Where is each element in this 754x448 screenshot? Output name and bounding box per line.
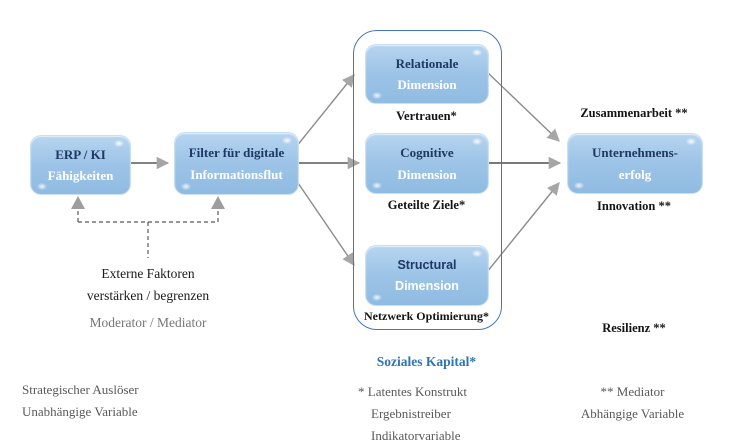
arrow-structural-to-success: [486, 182, 560, 273]
node-erp-line2: Fähigkeiten: [47, 168, 114, 183]
legend-right-line2: Abhängige Variable: [580, 406, 685, 421]
caption-innovation: Innovation **: [597, 199, 671, 213]
node-cognitive-line2: Dimension: [397, 166, 457, 182]
node-cognitive-line1: Cognitive: [400, 145, 454, 161]
node-structural-line1: Structural: [397, 257, 457, 272]
legend-right: ** Mediator Abhängige Variable: [560, 381, 705, 425]
soziales-kapital-container: [353, 30, 502, 330]
node-success-line2: erfolg: [618, 166, 652, 182]
up-arrowhead-filter: [211, 196, 225, 209]
legend-left: Strategischer Auslöser Unabhängige Varia…: [22, 379, 139, 423]
node-filter-line1: Filter für digitale: [188, 145, 285, 161]
moderator-text-line2: verstärken / begrenzen: [86, 288, 210, 303]
legend-left-line1: Strategischer Auslöser: [22, 382, 139, 397]
legend-left-line2: Unabhängige Variable: [22, 404, 138, 419]
legend-right-line1: ** Mediator: [600, 384, 665, 399]
legend-center-line3: Indikatorvariable: [371, 428, 461, 443]
up-arrowhead-erp: [71, 196, 85, 209]
node-filter-line2: Informationsflut: [190, 166, 283, 182]
node-structural-line2: Dimension: [395, 278, 459, 293]
caption-vertrauen: Vertrauen*: [396, 109, 457, 123]
arrow-relational-to-success: [486, 71, 560, 142]
legend-center-line1: * Latentes Konstrukt: [358, 384, 468, 399]
label-soziales-kapital: Soziales Kapital*: [376, 354, 477, 369]
node-structural-dimension: Structural Dimension: [365, 245, 489, 306]
node-filter-informationsflut: Filter für digitale Informationsflut: [174, 132, 299, 195]
legend-center-line2: Ergebnistreiber: [371, 406, 451, 421]
arrow-filter-to-relational: [295, 74, 355, 148]
node-relational-line1: Relationale: [395, 55, 459, 71]
node-success-line1: Unternehmens-: [592, 145, 678, 161]
node-unternehmenserfolg: Unternehmens- erfolg: [567, 133, 703, 194]
caption-resilienz: Resilienz **: [602, 321, 666, 335]
node-erp-line1: ERP / KI: [55, 146, 106, 162]
solid-arrows: [129, 71, 562, 273]
moderator-dashed-lines: [77, 208, 219, 258]
moderator-text-line1: Externe Faktoren: [101, 266, 195, 281]
legend-center: * Latentes Konstrukt Ergebnistreiber Ind…: [358, 381, 467, 447]
node-cognitive-dimension: Cognitive Dimension: [365, 133, 489, 194]
node-relationale-dimension: Relationale Dimension: [365, 44, 489, 104]
moderator-arrowheads: [71, 196, 225, 209]
caption-zusammenarbeit: Zusammenarbeit **: [580, 106, 688, 120]
caption-netzwerk-optimierung: Netzwerk Optimierung*: [364, 309, 489, 323]
node-erp-ki-faehigkeiten: ERP / KI Fähigkeiten: [30, 135, 131, 195]
node-relational-line2: Dimension: [397, 77, 457, 92]
arrow-filter-to-structural: [295, 179, 355, 267]
caption-geteilte-ziele: Geteilte Ziele*: [387, 198, 466, 212]
moderator-role-label: Moderator / Mediator: [89, 315, 207, 330]
